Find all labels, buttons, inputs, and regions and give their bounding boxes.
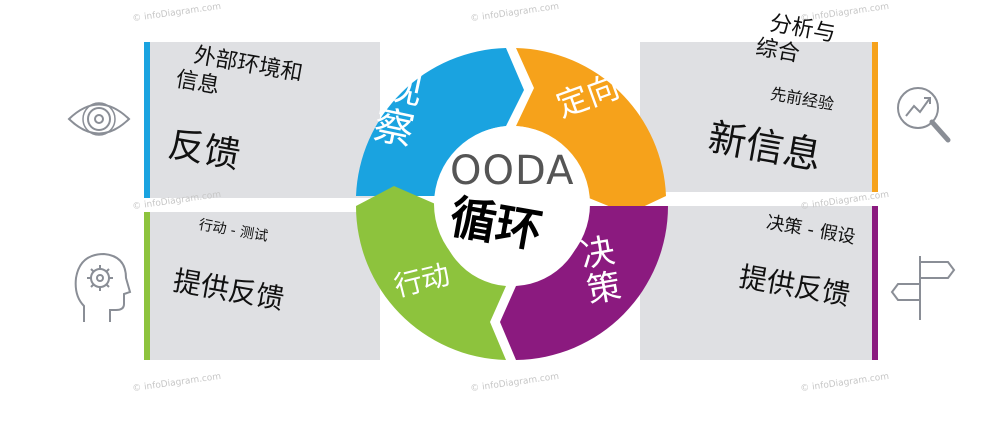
bar-bottom-left (144, 212, 150, 360)
signpost-icon (890, 256, 956, 320)
magnifier-chart-icon (897, 87, 951, 143)
panel-top-right (640, 42, 872, 192)
bar-bottom-right (872, 206, 878, 360)
panel-bottom-right (640, 206, 872, 360)
bar-top-right (872, 42, 878, 192)
wheel-center (434, 126, 590, 282)
segment-orient (516, 48, 666, 214)
panel-top-left (148, 42, 380, 198)
eye-icon (67, 102, 131, 136)
segment-act (356, 186, 506, 360)
panel-bottom-left (148, 212, 380, 360)
center-title: OODA (450, 148, 575, 194)
head-gear-icon (74, 252, 132, 322)
bar-top-left (144, 42, 150, 198)
segment-observe (356, 48, 524, 196)
segment-decide (500, 206, 668, 360)
